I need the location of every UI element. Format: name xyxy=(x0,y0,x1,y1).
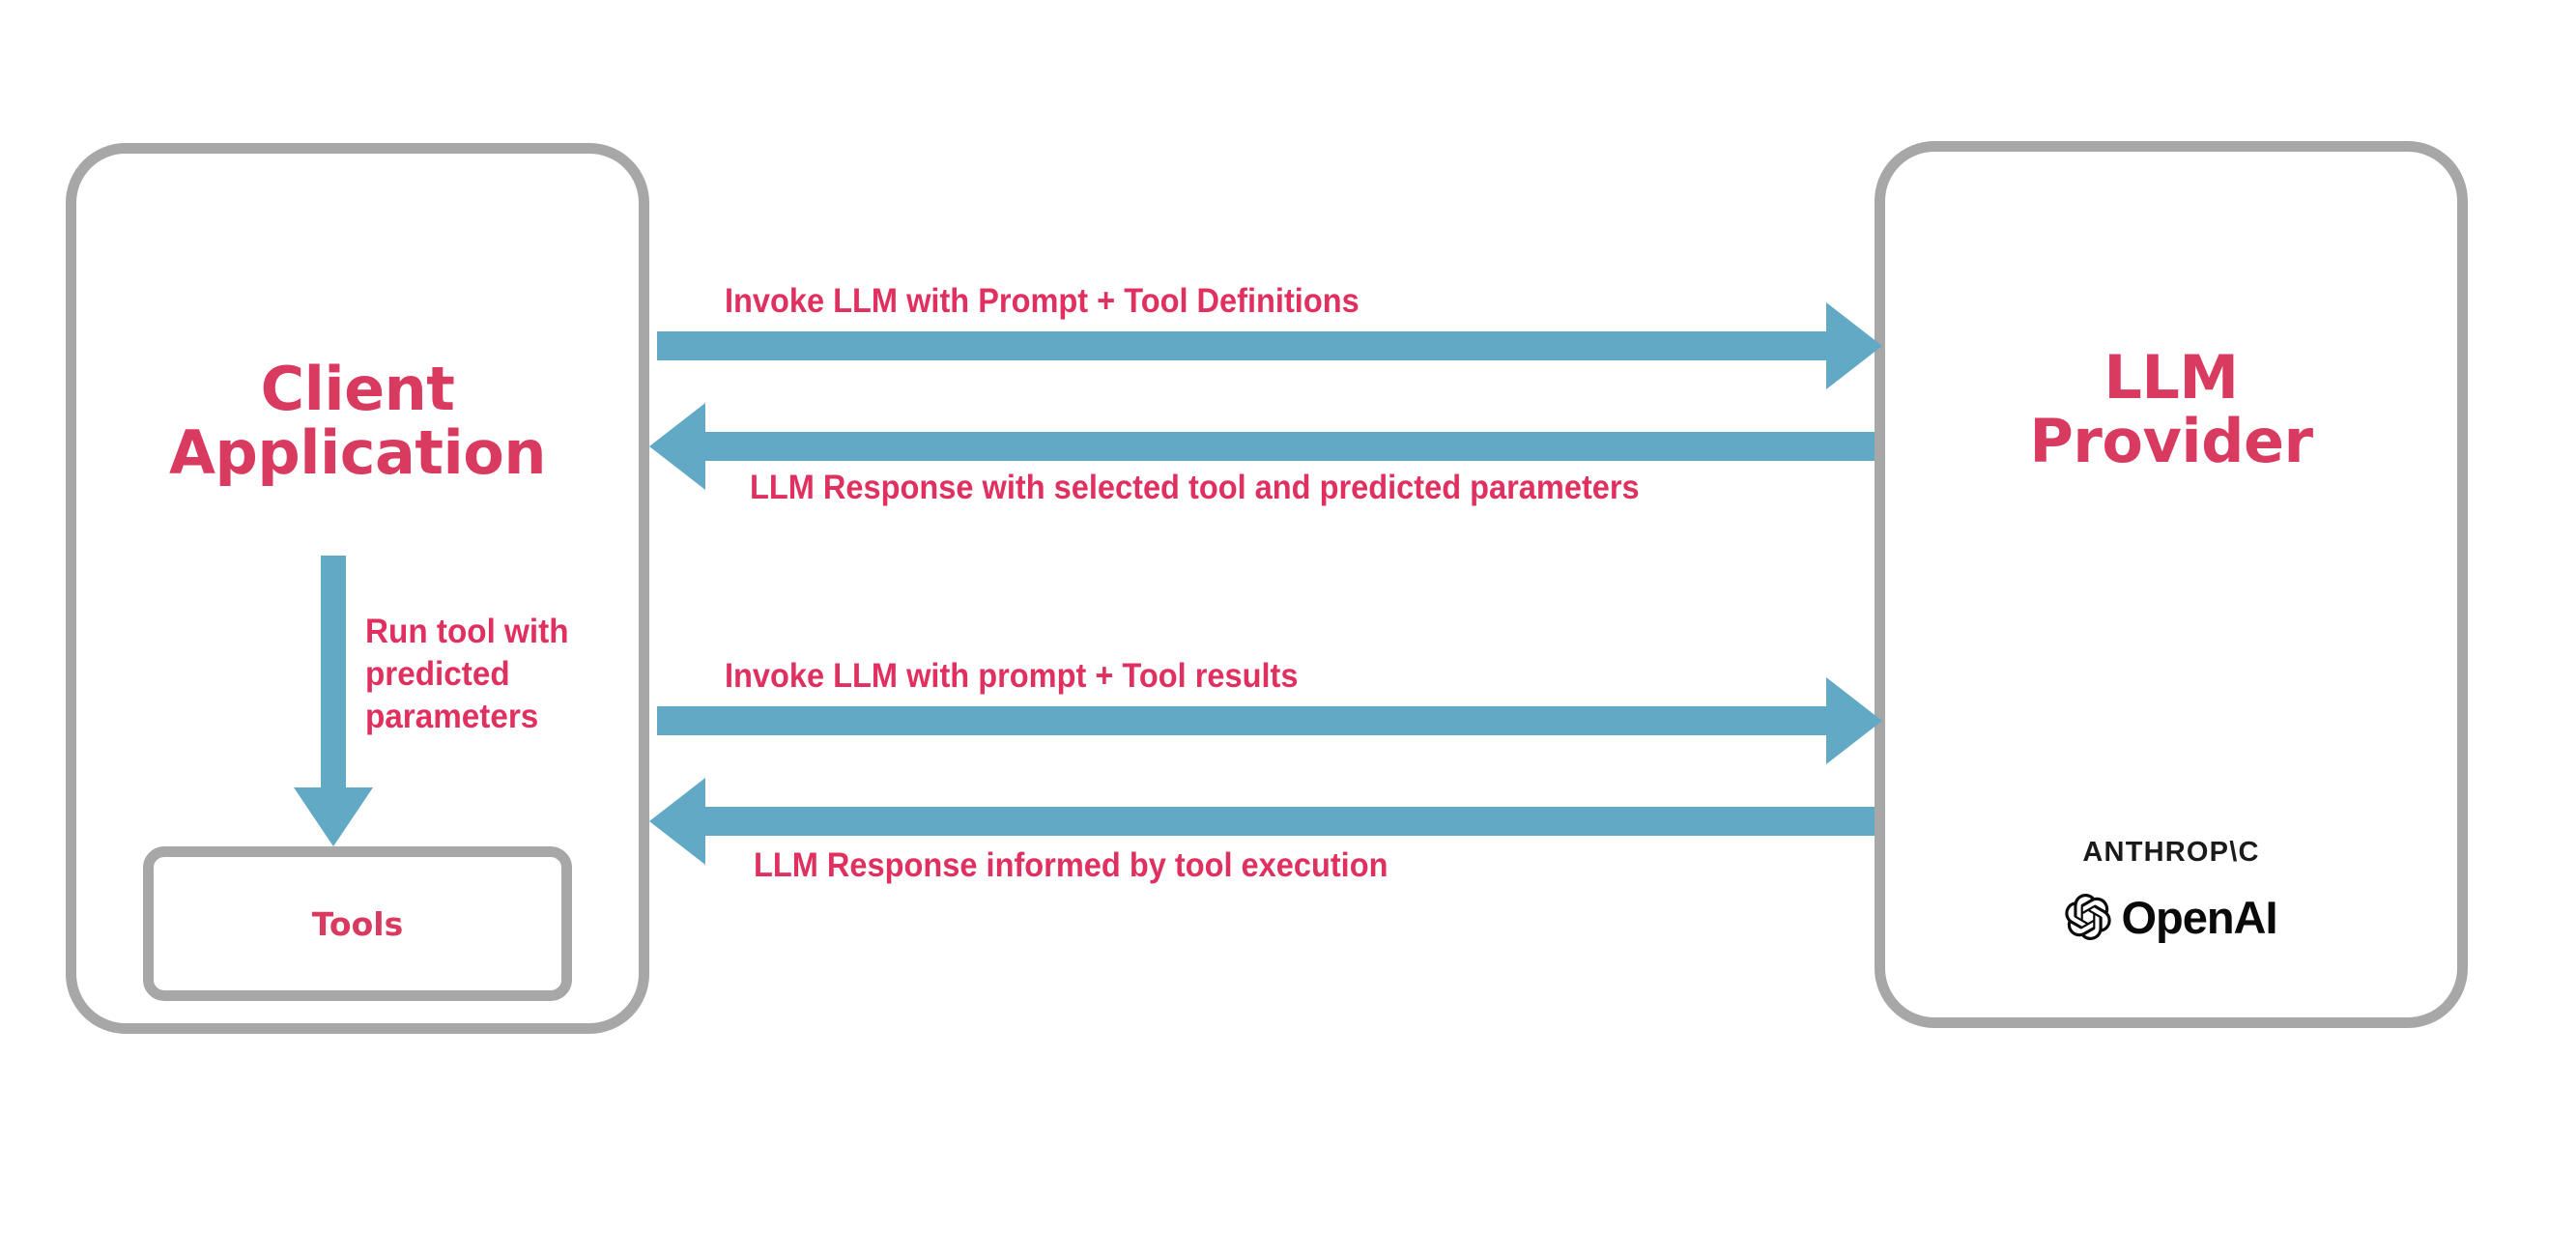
tools-box[interactable]: Tools xyxy=(143,846,572,1001)
openai-wordmark: OpenAI xyxy=(2121,891,2277,943)
openai-knot-icon xyxy=(2065,894,2112,940)
anthropic-logo: ANTHROP\C xyxy=(2082,837,2260,868)
llm-provider-box[interactable] xyxy=(1875,141,2468,1028)
arrow-label-invoke-1: Invoke LLM with Prompt + Tool Definition… xyxy=(725,282,1360,320)
tools-label: Tools xyxy=(311,904,404,943)
provider-title-line-1: LLM xyxy=(2104,342,2239,413)
openai-logo: OpenAI xyxy=(1875,894,2468,940)
client-application-title: Client Application xyxy=(66,357,649,484)
arrow-label-invoke-2: Invoke LLM with prompt + Tool results xyxy=(725,657,1299,695)
arrow-label-response-1: LLM Response with selected tool and pred… xyxy=(750,469,1640,506)
run-tool-arrow-label: Run tool with predicted parameters xyxy=(365,613,569,736)
client-title-line-1: Client xyxy=(260,354,455,424)
llm-provider-title: LLM Provider xyxy=(1875,346,2468,472)
client-title-line-2: Application xyxy=(169,416,546,488)
arrow-label-response-2: LLM Response informed by tool execution xyxy=(754,846,1388,884)
provider-title-line-2: Provider xyxy=(2029,405,2313,476)
